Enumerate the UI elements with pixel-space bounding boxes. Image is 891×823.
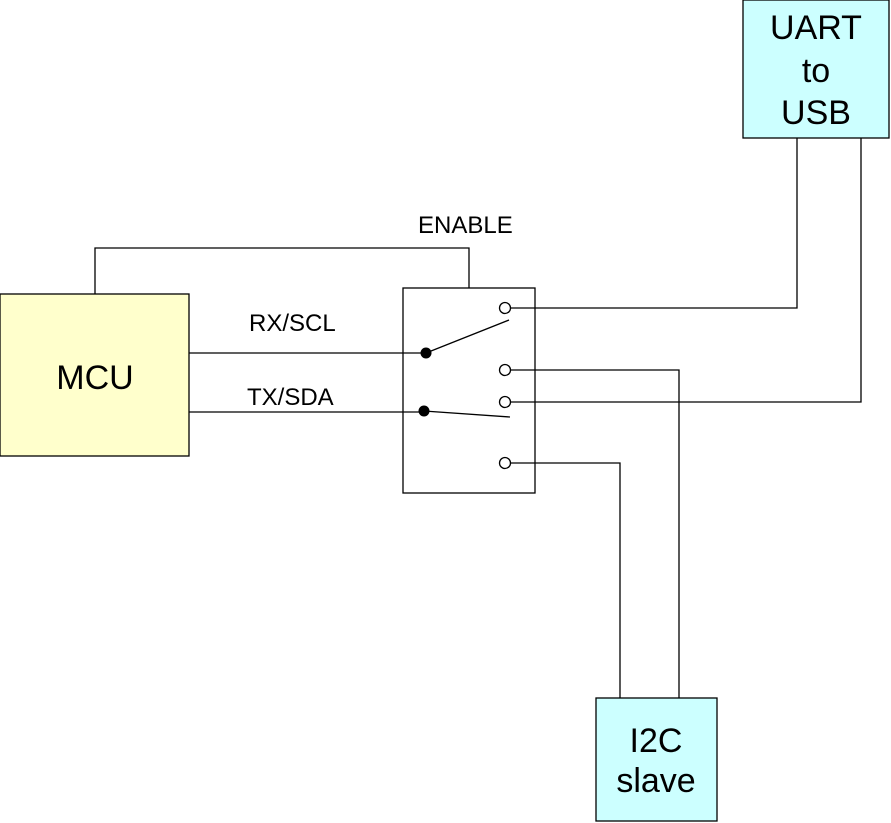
switch-terminal-i2c-scl [498, 363, 512, 377]
switch-terminal-i2c-sda [498, 456, 512, 470]
rx-scl-label: RX/SCL [249, 310, 336, 337]
uart-tx-wire [511, 138, 862, 403]
enable-wire [94, 247, 470, 294]
uart-to-usb-box [742, 0, 890, 139]
i2c-slave-box [595, 697, 718, 822]
mcu-box [0, 293, 190, 457]
uart-rx-wire [511, 138, 798, 309]
i2c-slave-line-1: I2C [630, 722, 683, 760]
tx-sda-label: TX/SDA [247, 384, 334, 411]
i2c-sda-wire [511, 462, 621, 698]
uart-to-usb-line-1: UART [770, 9, 862, 47]
switch-arm-rx [425, 319, 510, 354]
switch-terminal-uart-rx [498, 301, 512, 315]
mcu-label: MCU [56, 359, 133, 397]
uart-to-usb-line-3: USB [781, 94, 851, 132]
switch-pivot-rx [420, 347, 432, 359]
i2c-slave-line-2: slave [616, 762, 695, 800]
switch-box [402, 287, 536, 494]
switch-arm-tx [423, 410, 511, 418]
mcu-block: MCU [0, 293, 190, 457]
uart-to-usb-line-2: to [802, 52, 830, 90]
i2c-scl-wire [511, 369, 680, 698]
i2c-slave-block: I2C slave [595, 697, 718, 822]
switch-pivot-tx [418, 405, 430, 417]
uart-to-usb-block: UART to USB [742, 0, 890, 139]
enable-label: ENABLE [418, 212, 513, 239]
switch-terminal-uart-tx [498, 395, 512, 409]
